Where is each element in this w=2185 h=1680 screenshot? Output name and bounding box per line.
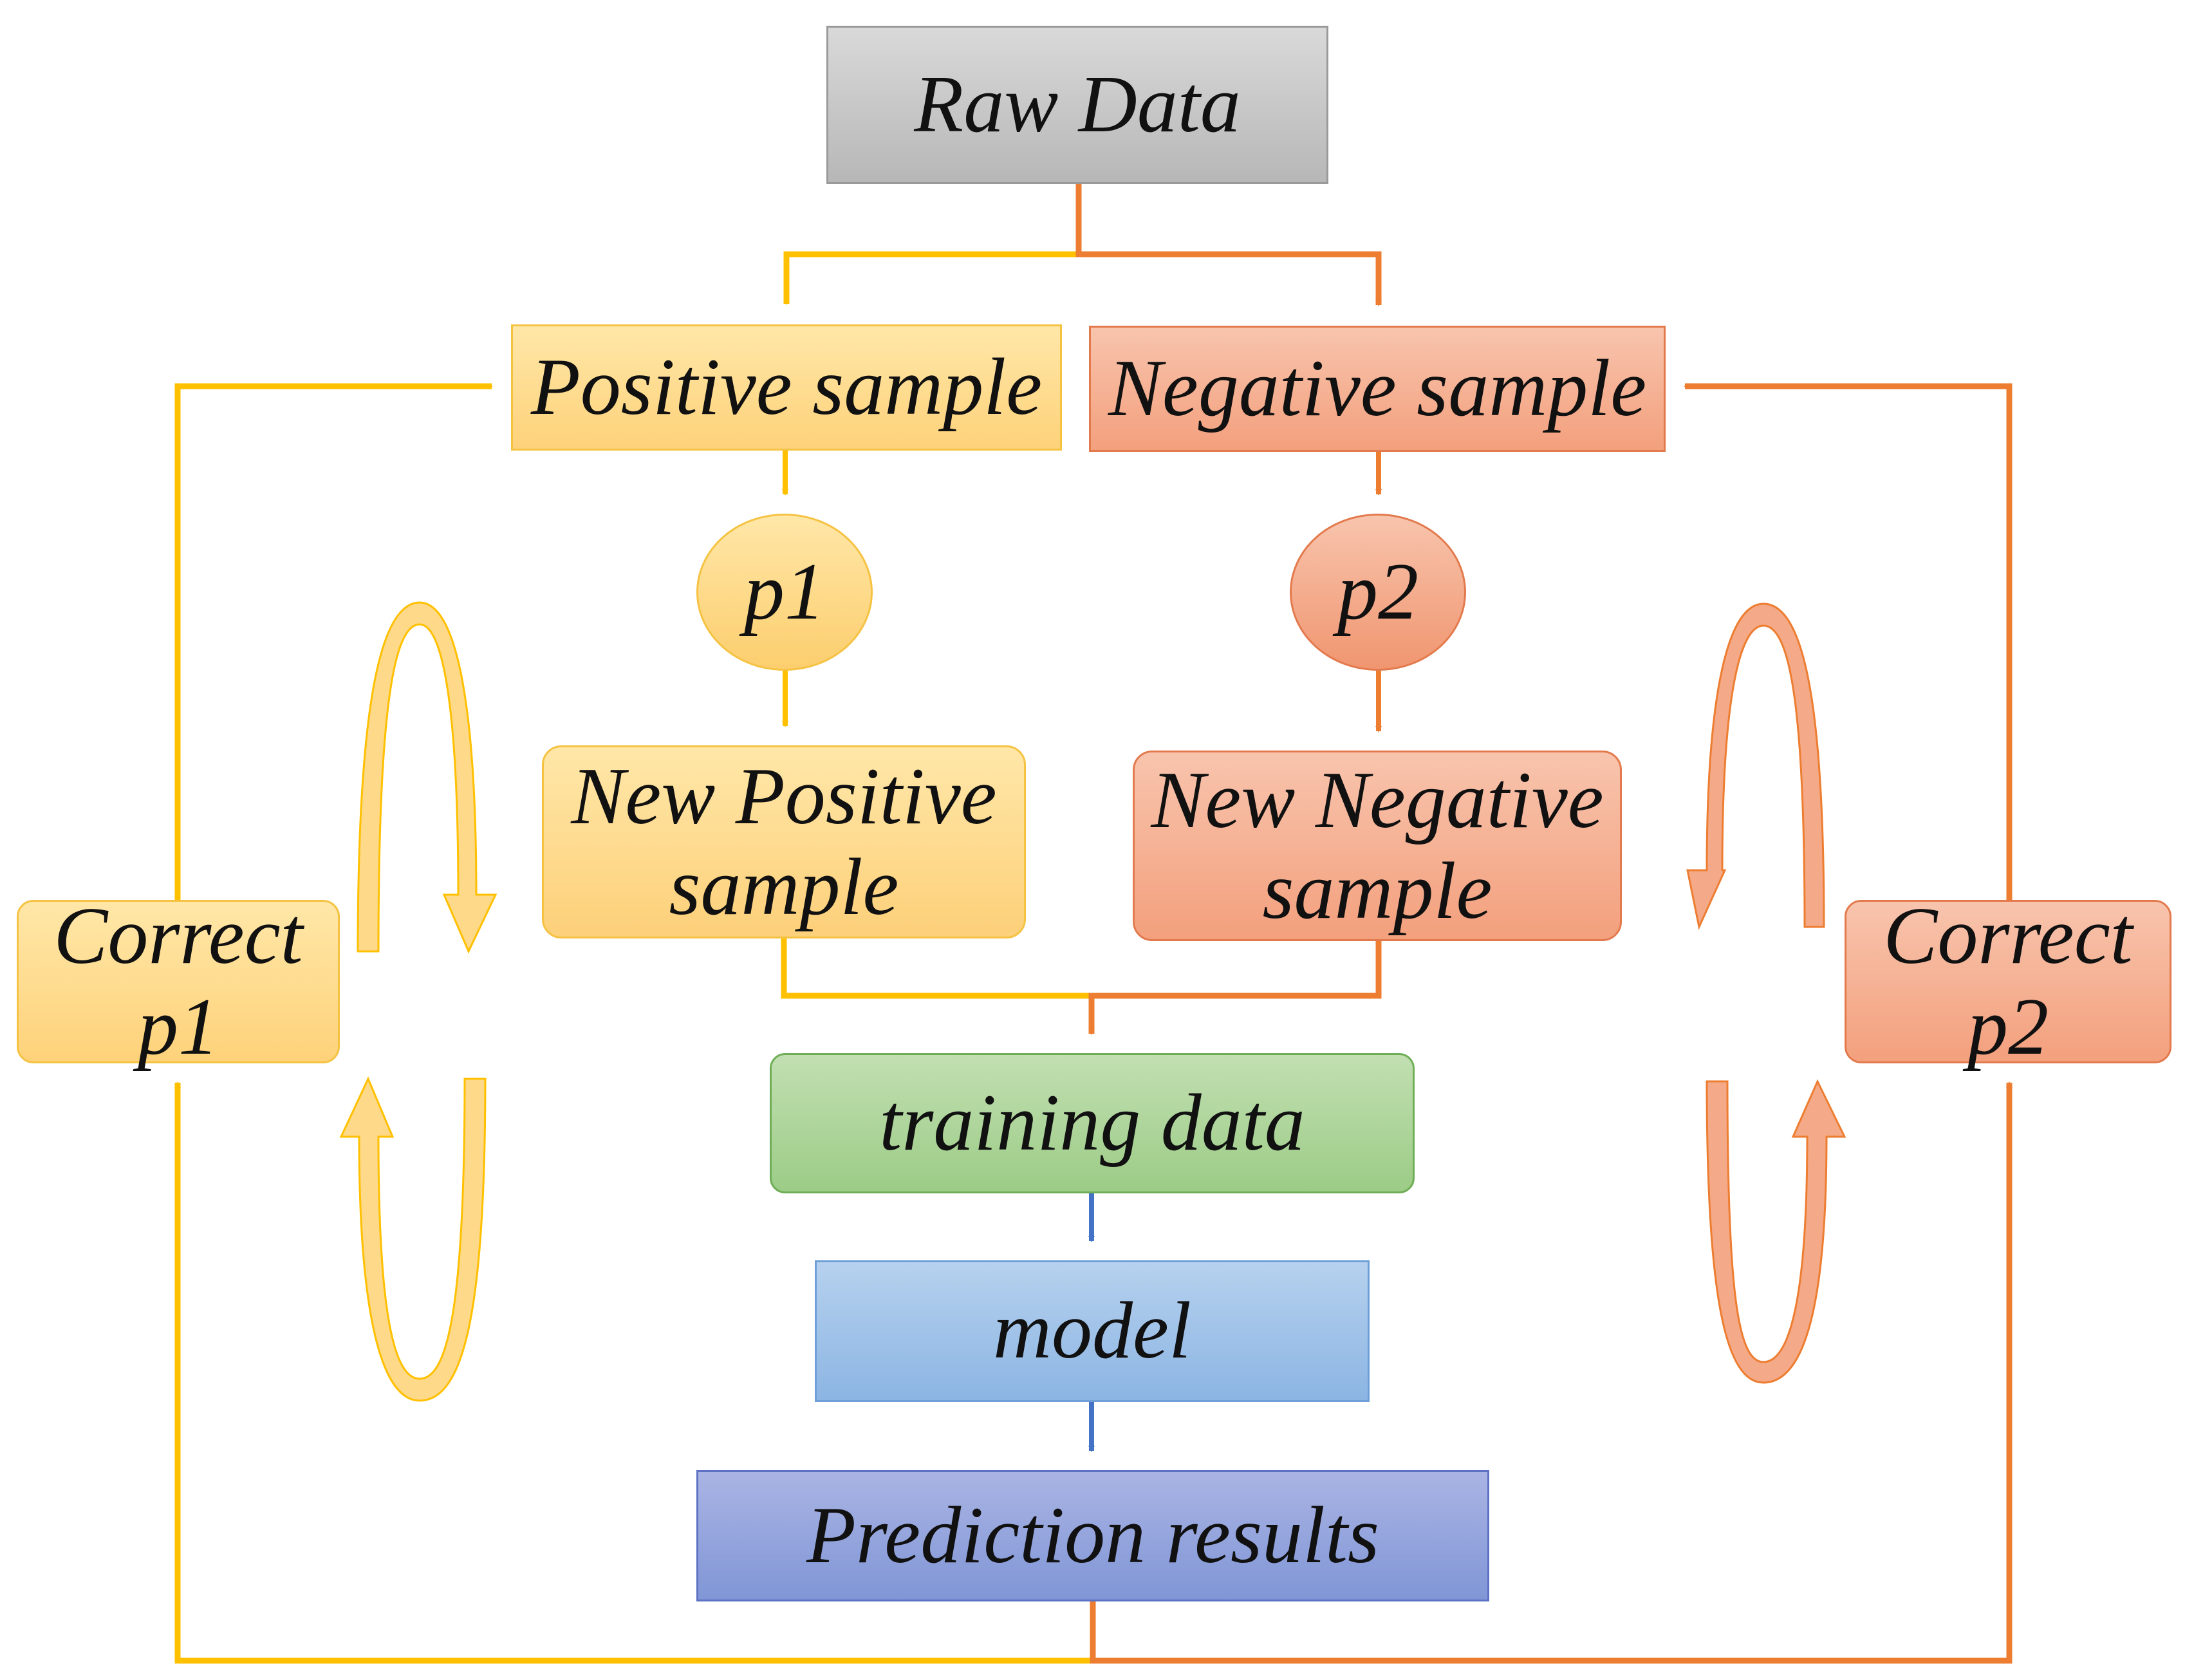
negative-sample-label: Negative sample [1108, 344, 1647, 434]
correct-p2-label-line1: Correct [1883, 891, 2133, 981]
new-positive-sample-node: New Positive sample [542, 745, 1026, 938]
loop-arrow-bottom-right [1706, 1079, 1846, 1384]
new-negative-label-line1: New Negative [1151, 755, 1604, 845]
training-data-label: training data [879, 1078, 1305, 1168]
raw-data-label: Raw Data [914, 60, 1241, 150]
prediction-results-label: Prediction results [806, 1491, 1380, 1581]
correct-p1-label-line1: Correct [53, 891, 303, 981]
loop-arrow-top-right [1686, 602, 1825, 930]
edge-raw-to-positive [783, 184, 1082, 305]
new-positive-label-line1: New Positive [571, 751, 997, 841]
positive-sample-label: Positive sample [530, 342, 1043, 433]
edge-new-negative-to-training [1088, 941, 1382, 1035]
new-positive-label-line2: sample [669, 843, 899, 932]
model-label: model [993, 1286, 1191, 1376]
correct-p1-node: Correct p1 [17, 891, 340, 1072]
correct-p2-label-line2: p2 [1967, 982, 2049, 1072]
edge-new-positive-to-training [781, 938, 1092, 999]
edge-prediction-to-correct-p2 [1090, 1081, 2013, 1664]
loop-arrow-bottom-left [339, 1076, 487, 1402]
p2-label: p2 [1337, 547, 1418, 637]
raw-data-node: Raw Data [826, 26, 1328, 184]
correct-p2-node: Correct p2 [1845, 891, 2171, 1072]
p1-label: p1 [744, 547, 825, 637]
prediction-results-node: Prediction results [696, 1470, 1489, 1601]
negative-sample-node: Negative sample [1089, 326, 1666, 452]
p2-node: p2 [1290, 514, 1466, 671]
edge-raw-to-negative [1075, 184, 1382, 306]
new-negative-label-line2: sample [1262, 846, 1492, 936]
p1-node: p1 [696, 514, 873, 671]
model-node: model [815, 1260, 1370, 1402]
edge-correct-p1-to-positive [174, 383, 493, 900]
loop-arrow-top-left [357, 601, 497, 954]
edge-correct-p2-to-negative [1684, 383, 2013, 900]
correct-p1-label-line2: p1 [137, 982, 219, 1072]
new-negative-sample-node: New Negative sample [1133, 751, 1622, 941]
training-data-node: training data [770, 1053, 1415, 1193]
positive-sample-node: Positive sample [511, 324, 1062, 451]
